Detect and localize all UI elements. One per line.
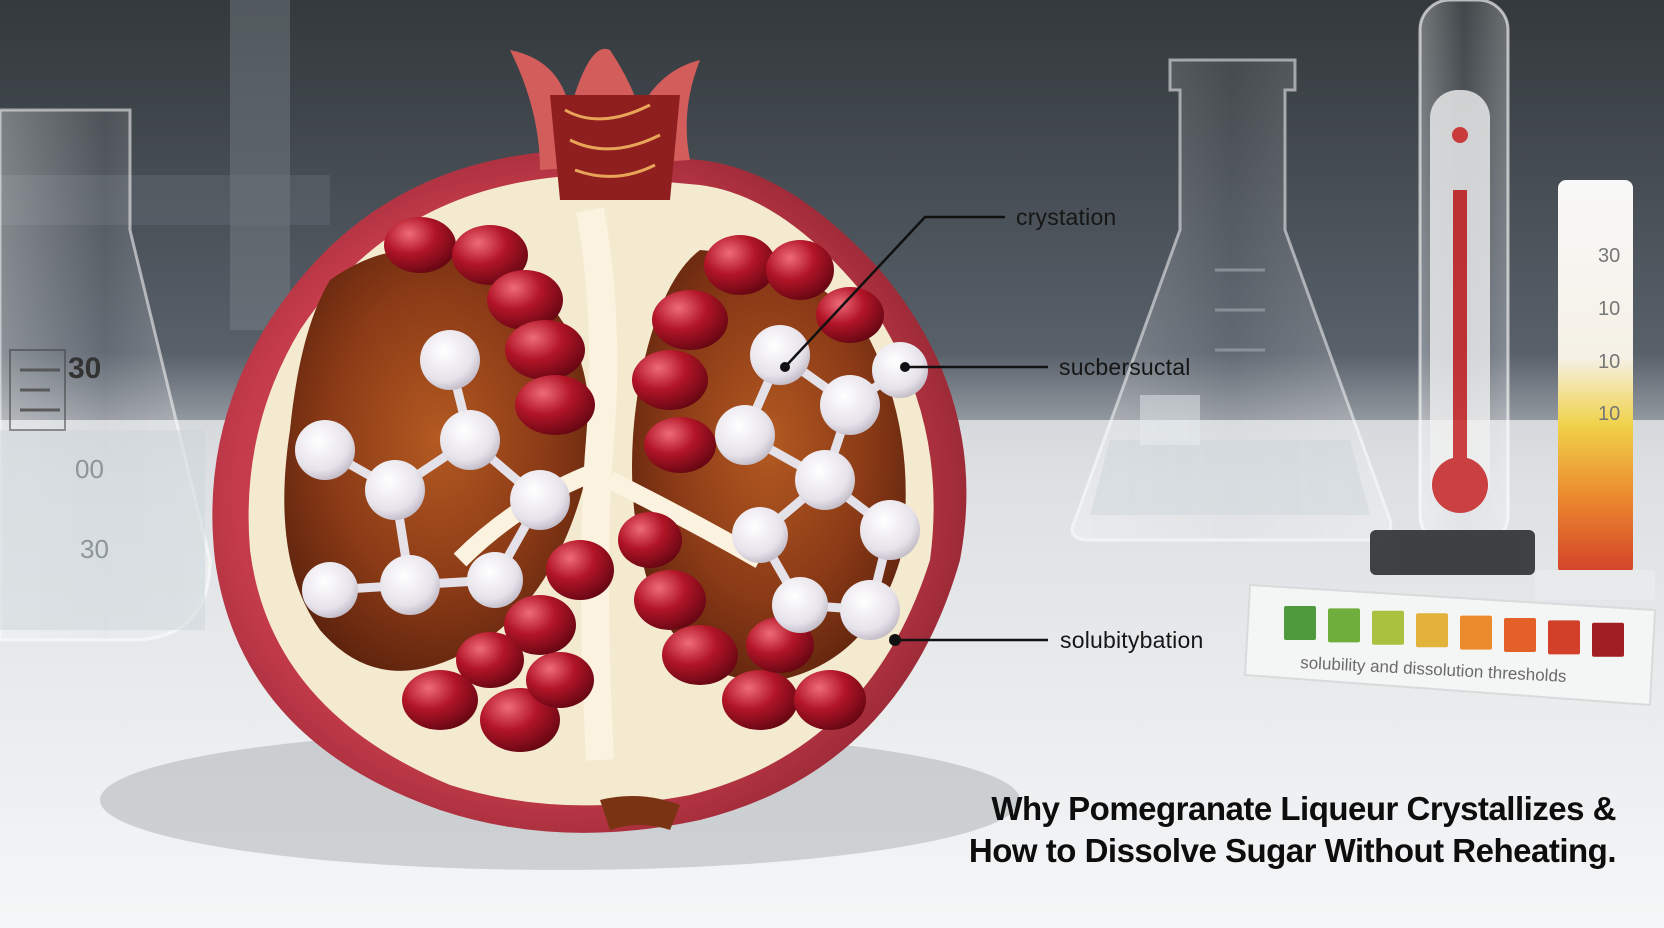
- strip-scale-3: 10: [1598, 351, 1620, 373]
- headline-line-2: How to Dissolve Sugar Without Reheating.: [968, 832, 1617, 869]
- headline: Why Pomegranate Liqueur Crystallizes & H…: [968, 788, 1617, 872]
- annotation-dots: [780, 362, 910, 646]
- erlenmeyer-flask: [1070, 58, 1393, 542]
- color-swatch-4: [1416, 613, 1448, 648]
- color-swatch-7: [1548, 620, 1580, 655]
- beaker-left: [0, 108, 212, 642]
- color-swatch-1: [1284, 606, 1316, 640]
- beaker-scale-low: 30: [80, 534, 109, 564]
- color-swatch-3: [1372, 610, 1404, 645]
- strip-scale-4: 10: [1598, 403, 1620, 425]
- pomegranate-arils: [384, 217, 884, 752]
- annotation-label-solubitybation: solubitybation: [1060, 627, 1204, 653]
- thermometer: [1370, 0, 1535, 575]
- color-swatch-6: [1504, 618, 1536, 652]
- beaker-scale-top: 30: [68, 352, 101, 385]
- color-swatch-8: [1592, 622, 1624, 657]
- sugar-crystal-nodes: [295, 325, 928, 640]
- color-swatch-5: [1460, 615, 1492, 650]
- color-swatch-2: [1328, 608, 1360, 643]
- annotation-leader-lines: [784, 215, 1048, 642]
- beaker-scale-mid: 00: [75, 454, 104, 484]
- annotation-label-crystation: crystation: [1016, 204, 1117, 230]
- vertical-test-strip: [1535, 180, 1655, 600]
- color-swatches: [1284, 606, 1624, 657]
- strip-scale-2: 10: [1598, 298, 1620, 320]
- annotation-label-sucbersuctal: sucbersuctal: [1059, 354, 1191, 380]
- headline-line-1: Why Pomegranate Liqueur Crystallizes &: [991, 790, 1616, 827]
- strip-scale-1: 30: [1598, 245, 1620, 267]
